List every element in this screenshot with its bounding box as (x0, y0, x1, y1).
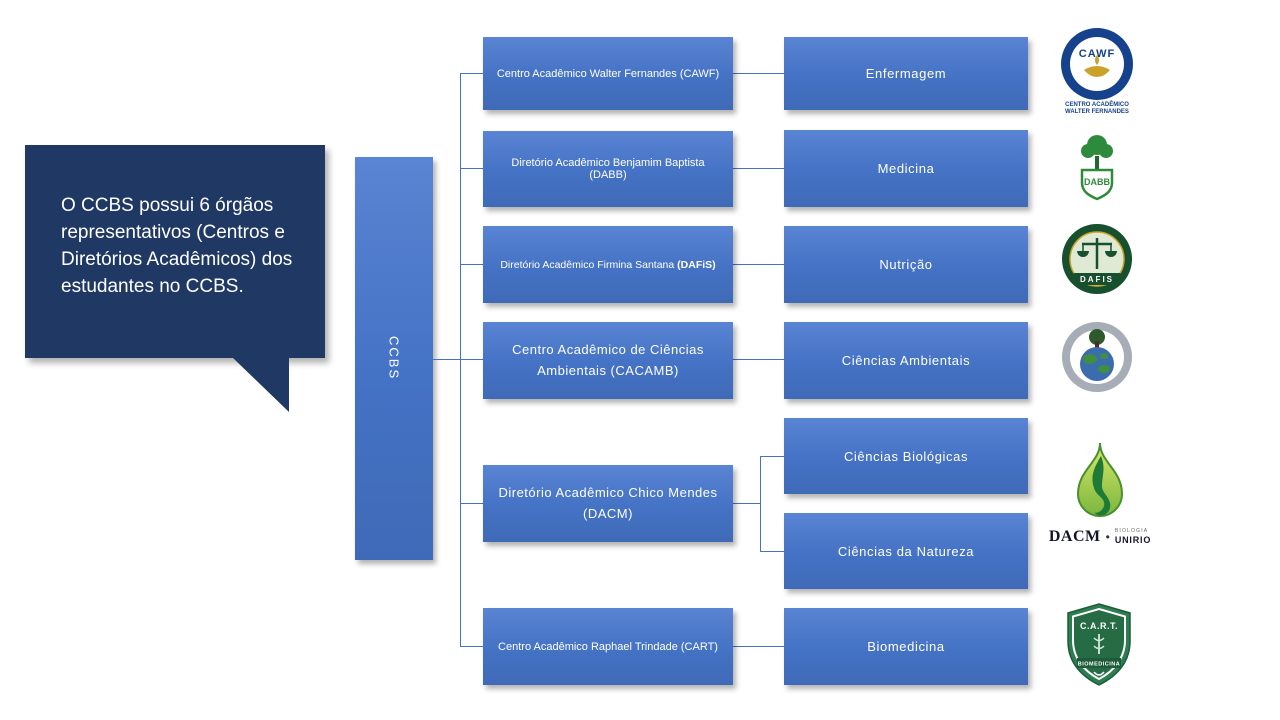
course-box-ciencias-biologicas: Ciências Biológicas (784, 418, 1028, 494)
lamp-icon (1084, 66, 1110, 77)
connector-stub-row6 (460, 646, 483, 647)
org-box-dabb: Diretório Acadêmico Benjamim Baptista (D… (483, 131, 733, 207)
dabb-emblem-icon: DABB (1080, 135, 1114, 201)
course-label: Medicina (877, 161, 935, 176)
cawf-emblem-icon: CAWF CENTRO ACADÊMICO WALTER FERNANDES (1061, 28, 1133, 115)
dacm-abbr: DACM (1048, 528, 1101, 545)
course-label: Ciências Biológicas (843, 448, 969, 464)
org-label: Centro Acadêmico Walter Fernandes (CAWF) (496, 67, 720, 80)
shield-icon (1080, 168, 1114, 201)
connector-cart-biomedicina (733, 646, 784, 647)
cart-abbr: C.A.R.T. (1080, 621, 1118, 631)
callout-bubble: O CCBS possui 6 órgãos representativos (… (25, 145, 325, 358)
connector-stub-row2 (460, 168, 483, 169)
connector-stub-row5 (460, 503, 483, 504)
cart-caption: BIOMEDICINA (1078, 662, 1120, 668)
dacm-caption-unirio: UNIRIO (1114, 534, 1152, 545)
org-box-cacamb: Centro Acadêmico de Ciências Ambientais … (483, 322, 733, 399)
org-label: Centro Acadêmico de Ciências Ambientais … (512, 341, 704, 378)
connector-stub-row1 (460, 73, 483, 74)
root-node-ccbs: CCBS (355, 157, 433, 560)
org-box-dafis: Diretório Acadêmico Firmina Santana (DAF… (483, 226, 733, 303)
dacm-dot: • (1105, 530, 1110, 544)
course-label: Ciências da Natureza (837, 543, 975, 559)
callout-tail (232, 357, 289, 412)
callout-text: O CCBS possui 6 órgãos representativos (… (61, 195, 293, 297)
connector-root-to-row4 (433, 359, 483, 360)
tree-icon (1089, 329, 1105, 345)
course-label: Nutrição (879, 257, 933, 272)
org-label: Diretório Acadêmico Chico Mendes (DACM) (498, 484, 718, 521)
connector-cawf-enfermagem (733, 73, 784, 74)
cawf-caption-2: WALTER FERNANDES (1065, 109, 1129, 114)
org-box-cart: Centro Acadêmico Raphael Trindade (CART) (483, 608, 733, 685)
dabb-logo: DABB (1062, 130, 1132, 213)
org-label-text: Diretório Acadêmico Firmina Santana (500, 258, 675, 271)
cart-shield-icon: C.A.R.T. BIOMEDICINA (1067, 603, 1131, 686)
connector-cacamb-ambientais (733, 359, 784, 360)
dafis-emblem-icon: DAFIS (1062, 224, 1132, 294)
org-box-dacm: Diretório Acadêmico Chico Mendes (DACM) (483, 465, 733, 542)
root-label: CCBS (386, 336, 402, 381)
cart-logo: C.A.R.T. BIOMEDICINA (1064, 602, 1134, 693)
course-label: Enfermagem (865, 66, 947, 81)
course-box-ciencias-da-natureza: Ciências da Natureza (784, 513, 1028, 589)
connector-trunk (460, 73, 461, 646)
org-label: Diretório Acadêmico Benjamim Baptista (D… (511, 157, 705, 181)
connector-dacm-biologicas (760, 456, 784, 457)
dacm-caption-biologia: BIOLOGIA (1114, 527, 1149, 534)
cacamb-logo (1061, 321, 1133, 398)
course-box-medicina: Medicina (784, 130, 1028, 207)
dacm-drop-icon (1076, 442, 1124, 517)
cawf-logo: CAWF CENTRO ACADÊMICO WALTER FERNANDES (1057, 26, 1137, 119)
connector-dacm-branch (760, 456, 761, 552)
connector-dacm-out (733, 503, 761, 504)
dafis-abbr: DAFIS (1080, 275, 1114, 284)
org-label-bold: (DAFiS) (677, 258, 716, 271)
connector-dafis-nutricao (733, 264, 784, 265)
cacamb-emblem-icon (1062, 322, 1132, 392)
org-box-cawf: Centro Acadêmico Walter Fernandes (CAWF) (483, 37, 733, 110)
connector-stub-row3 (460, 264, 483, 265)
cawf-abbr: CAWF (1079, 48, 1115, 60)
org-label: Diretório Acadêmico Firmina Santana (DAF… (500, 259, 715, 271)
connector-dacm-natureza (760, 551, 784, 552)
course-box-enfermagem: Enfermagem (784, 37, 1028, 110)
course-label: Ciências Ambientais (841, 353, 971, 368)
org-label: Centro Acadêmico Raphael Trindade (CART) (498, 640, 718, 653)
course-box-nutricao: Nutrição (784, 226, 1028, 303)
globe-icon (1080, 347, 1114, 381)
dacm-caption: DACM • BIOLOGIA UNIRIO (1049, 528, 1151, 546)
course-box-biomedicina: Biomedicina (784, 608, 1028, 685)
dacm-logo: DACM • BIOLOGIA UNIRIO (1042, 441, 1158, 546)
cawf-caption-1: CENTRO ACADÊMICO (1065, 100, 1129, 108)
course-label: Biomedicina (867, 639, 945, 654)
course-box-ciencias-ambientais: Ciências Ambientais (784, 322, 1028, 399)
dabb-abbr: DABB (1084, 177, 1110, 187)
connector-dabb-medicina (733, 168, 784, 169)
dafis-logo: DAFIS (1061, 223, 1133, 300)
